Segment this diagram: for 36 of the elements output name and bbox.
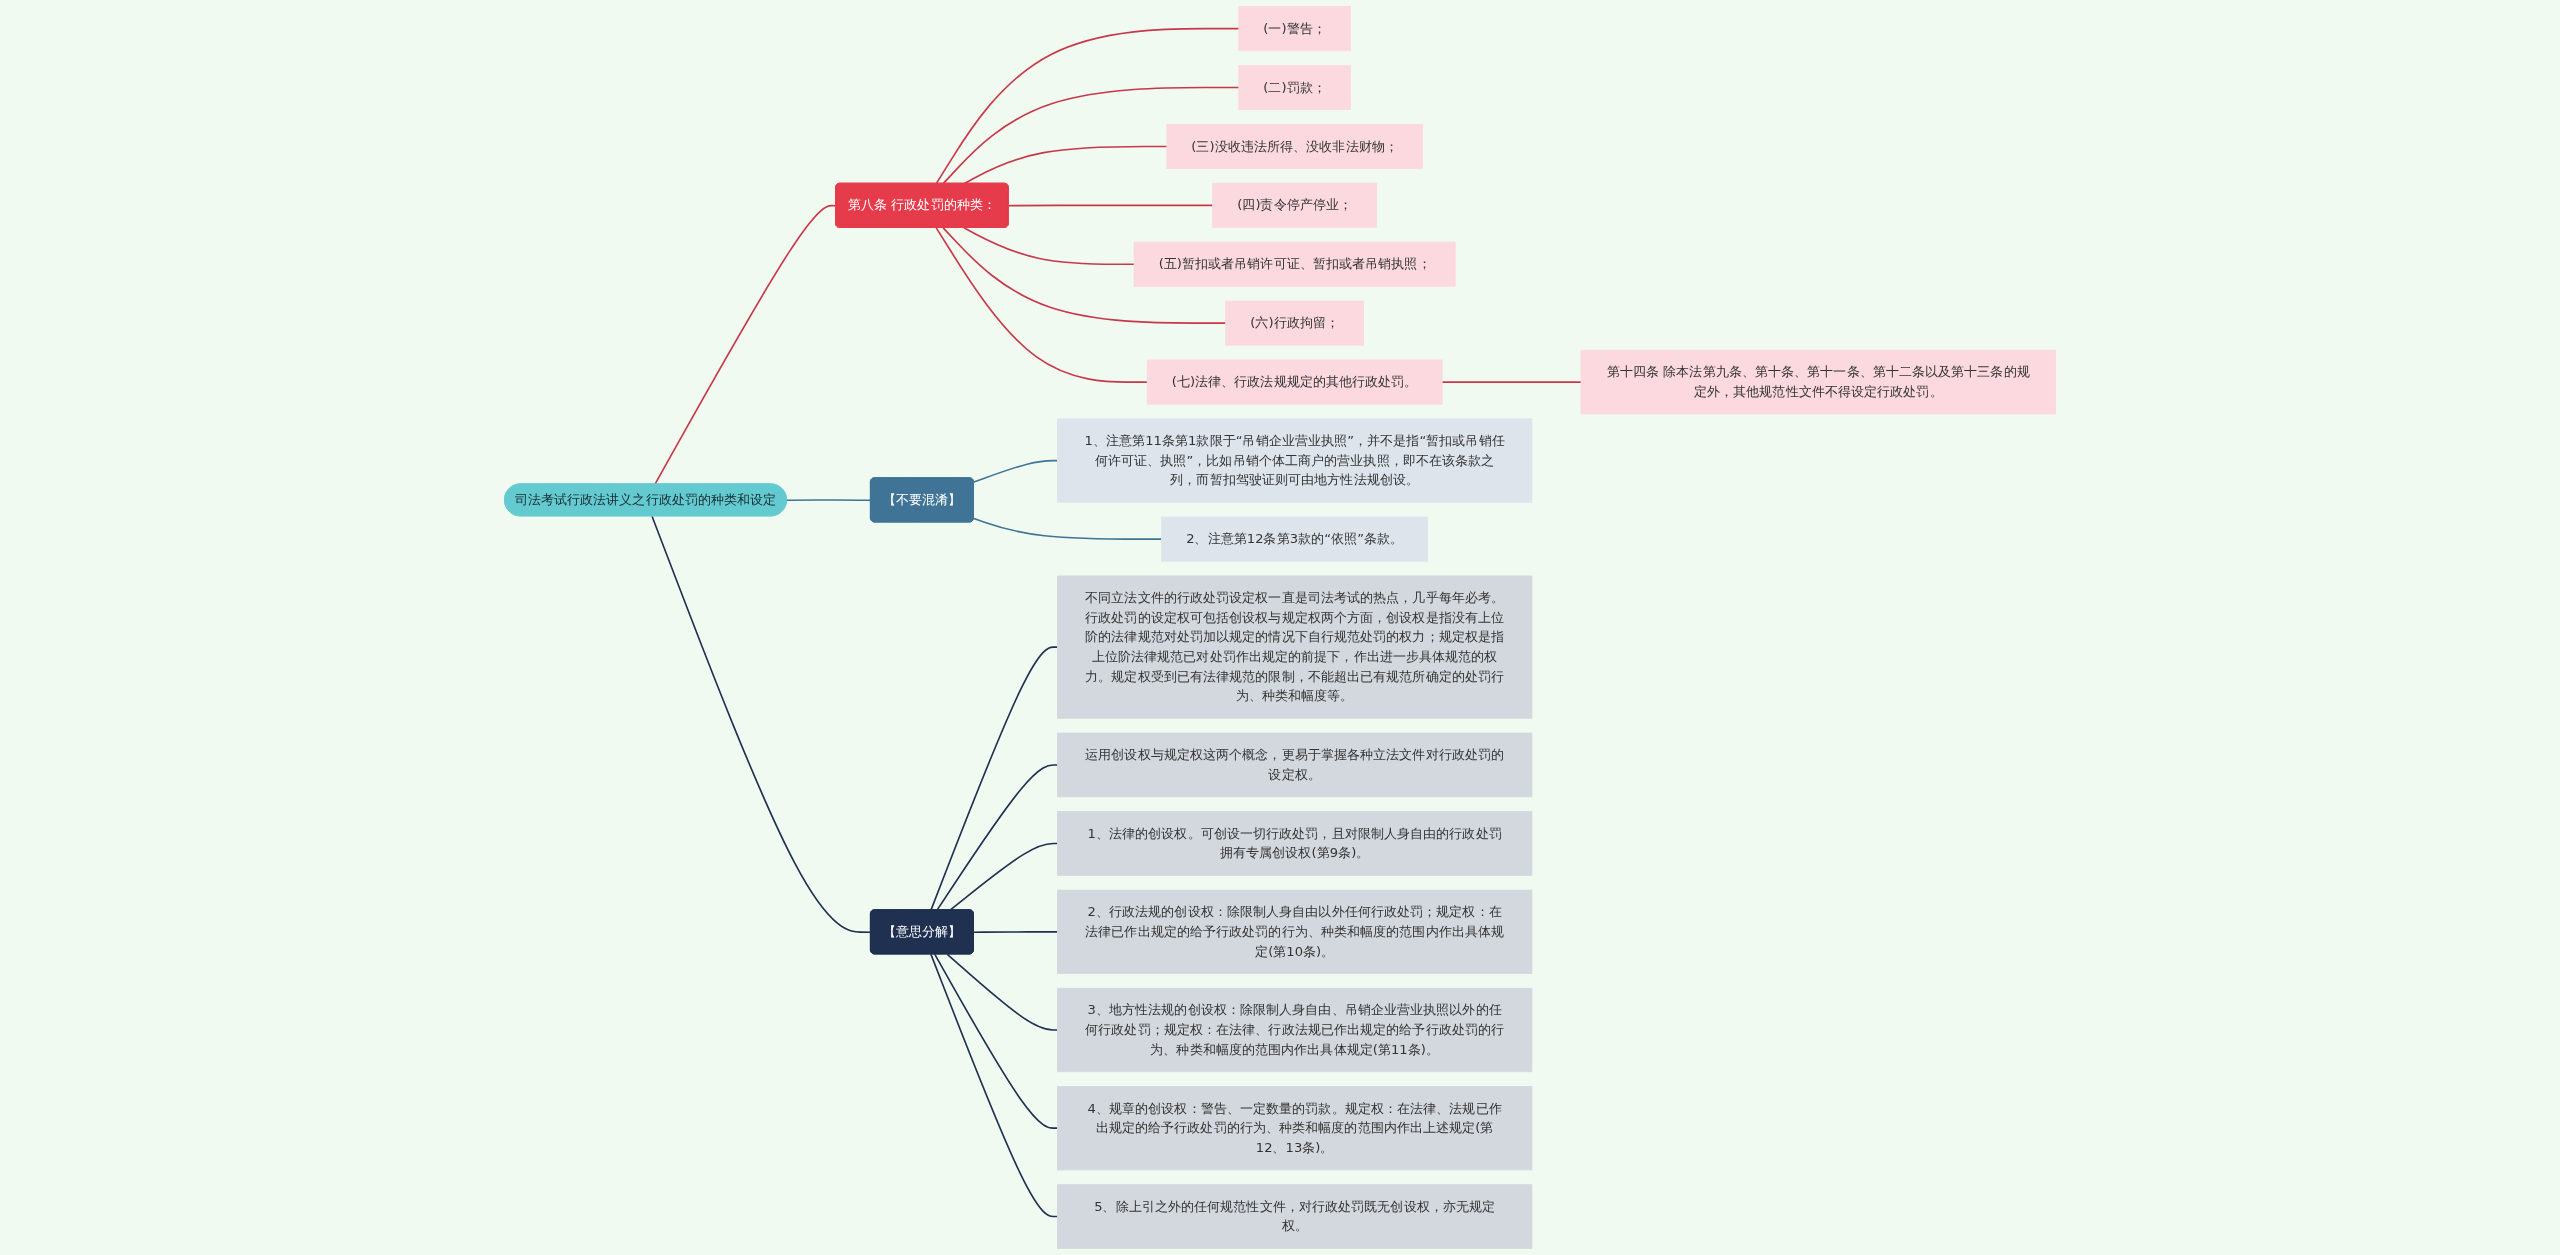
node-box: (四)责令停产停业； [1212,182,1378,228]
node-box: (五)暂扣或者吊销许可证、暂扣或者吊销执照； [1133,241,1456,287]
node-box: 1、法律的创设权。可创设一切行政处罚，且对限制人身自由的行政处罚拥有专属创设权(第9条)。 [1057,811,1533,876]
node-box: (一)警告； [1238,6,1351,52]
connector [973,517,1163,540]
connector [786,499,872,502]
connector [942,86,1240,185]
connector [1441,381,1582,383]
connector [651,515,872,934]
node-box: (六)行政拘留； [1225,300,1364,346]
node-box: 不同立法文件的行政处罚设定权一直是司法考试的热点，几乎每年必考。行政处罚的设定权可包括创设权与规定权两个方面，创设权是指没有上位阶的法律规范对处罚加以规定的情况下自行规范处罚的权力；规定权是指上位阶法律规范已对处罚作出规定的前提下，作出进一步具体规范的权力。规定权受到已有法律规范的限制，不能超出已有规范所确定的处罚行为、种类和幅度等。 [1057,575,1533,719]
connector [973,459,1059,483]
connector [963,227,1135,266]
node-box: 2、行政法规的创设权：除限制人身自由以外任何行政处罚；规定权：在法律已作出规定的给予行政处罚的行为、种类和幅度的范围内作出具体规定(第10条)。 [1057,889,1533,974]
node-box: (二)罚款； [1238,65,1351,111]
node-box: 运用创设权与规定权这两个概念，更易于掌握各种立法文件对行政处罚的设定权。 [1057,732,1533,798]
connector [949,842,1059,911]
connector [936,764,1059,911]
connector [930,953,1059,1218]
connector [934,953,1059,1129]
connector [935,27,1240,185]
connector [963,145,1168,185]
connector [942,227,1227,324]
connector [946,953,1059,1031]
node-box: 4、规章的创设权：警告、一定数量的罚款。规定权：在法律、法规已作出规定的给予行政处罚的行为、种类和幅度的范围内作出上述规定(第12、13条)。 [1057,1086,1533,1171]
node-box: 1、注意第11条第1款限于“吊销企业营业执照”，并不是指“暂扣或吊销任何许可证、执照”，比如吊销个体工商户的营业执照，即不在该条款之列，而暂扣驾驶证则可由地方性法规创设。 [1057,418,1533,503]
node-box: 5、除上引之外的任何规范性文件，对行政处罚既无创设权，亦无规定权。 [1057,1184,1533,1249]
node-box: 2、注意第12条第3款的“依照”条款。 [1161,516,1429,562]
node-box: (三)没收违法所得、没收非法财物； [1166,123,1423,169]
connector [930,646,1059,911]
connector [973,931,1059,934]
node-box: (七)法律、行政法规规定的其他行政处罚。 [1146,359,1443,405]
connector [1007,204,1214,207]
node-box: 3、地方性法规的创设权：除限制人身自由、吊销企业营业执照以外的任何行政处罚；规定权：在法律、行政法规已作出规定的给予行政处罚的行为、种类和幅度的范围内作出具体规定(第11条)。 [1057,987,1533,1073]
connector [935,227,1148,383]
node-box: 第十四条 除本法第九条、第十条、第十一条、第十二条以及第十三条的规定外，其他规范性文件不得设定行政处罚。 [1580,349,2056,415]
